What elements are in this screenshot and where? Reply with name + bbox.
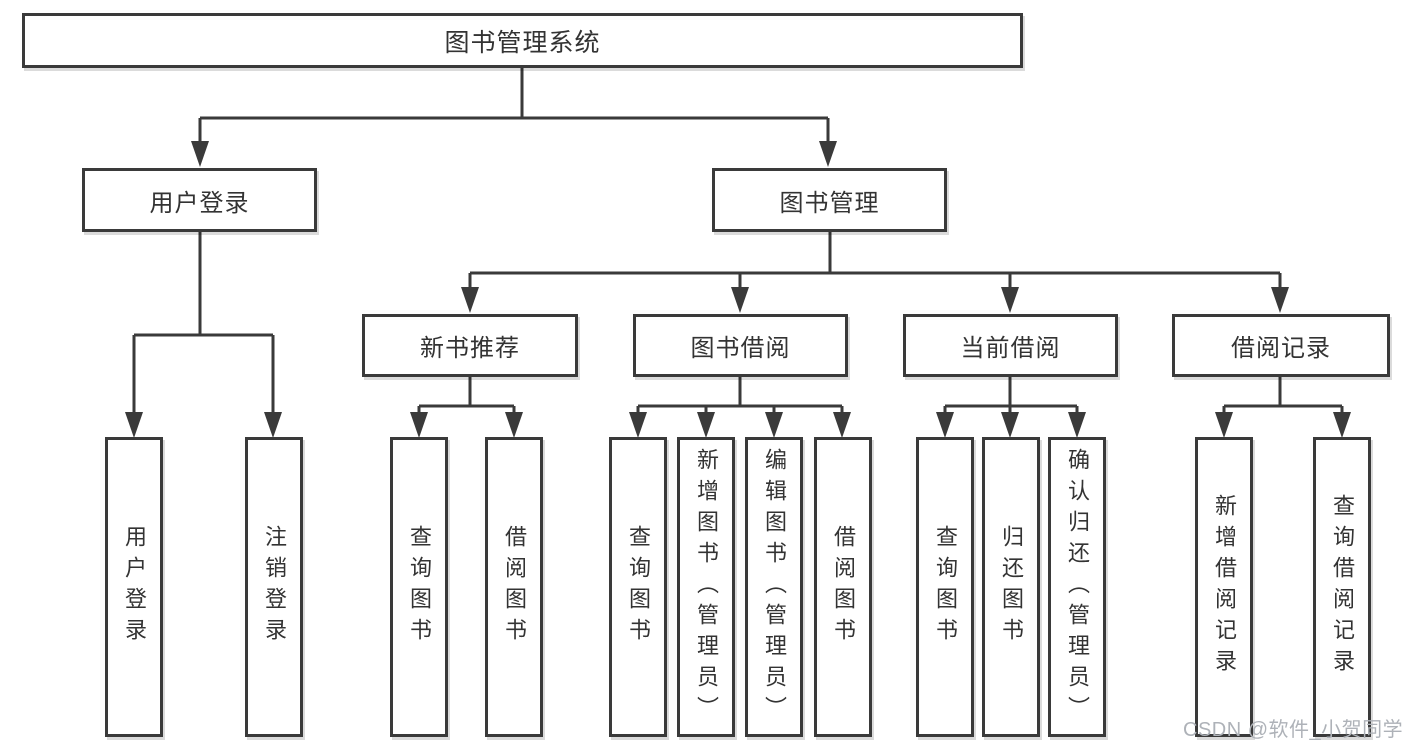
connector-user-login [132,232,275,414]
leaf-logout: 注销登录 [245,437,303,737]
arrowhead [629,412,647,438]
arrowhead [1333,412,1351,438]
connector-book-management [468,232,1282,289]
arrowhead [936,412,954,438]
leaf-borrow-borrow-books: 借阅图书 [814,437,872,737]
connector-current-borrow [943,377,1079,414]
arrowhead [1215,412,1233,438]
arrowhead [1001,412,1019,438]
leaf-current-query-books: 查询图书 [916,437,974,737]
arrowhead [410,412,428,438]
node-root: 图书管理系统 [22,13,1023,68]
leaf-records-query-record: 查询借阅记录 [1313,437,1371,737]
leaf-user-login: 用户登录 [105,437,163,737]
connector-new-book [417,377,516,414]
leaf-borrow-edit-books-admin: 编辑图书（管理员） [745,437,803,737]
arrowhead [833,412,851,438]
arrowhead [1271,287,1289,313]
leaf-records-add-record: 新增借阅记录 [1195,437,1253,737]
arrowhead [1068,412,1086,438]
arrowhead [731,287,749,313]
arrowhead [125,412,143,438]
csdn-watermark: CSDN @软件_小贺同学 [1183,719,1404,741]
node-book-borrow: 图书借阅 [633,314,848,377]
node-borrow-records: 借阅记录 [1172,314,1390,377]
arrowhead [264,412,282,438]
leaf-borrow-query-books: 查询图书 [609,437,667,737]
leaf-borrow-add-books-admin: 新增图书（管理员） [677,437,735,737]
node-current-borrow: 当前借阅 [903,314,1118,377]
leaf-rec-borrow-books: 借阅图书 [485,437,543,737]
arrowhead [461,287,479,313]
arrowhead [765,412,783,438]
arrowhead [819,141,837,167]
connector-root [198,68,830,143]
node-new-book-recommend: 新书推荐 [362,314,578,377]
arrowhead [191,141,209,167]
node-user-login: 用户登录 [82,168,317,232]
connector-borrow-records [1222,377,1344,414]
leaf-rec-query-books: 查询图书 [390,437,448,737]
arrowhead [505,412,523,438]
leaf-current-return-books: 归还图书 [982,437,1040,737]
arrowhead [1001,287,1019,313]
leaf-current-confirm-return-admin: 确认归还（管理员） [1048,437,1106,737]
node-book-management: 图书管理 [712,168,947,232]
arrowhead [697,412,715,438]
connector-book-borrow [636,377,844,414]
